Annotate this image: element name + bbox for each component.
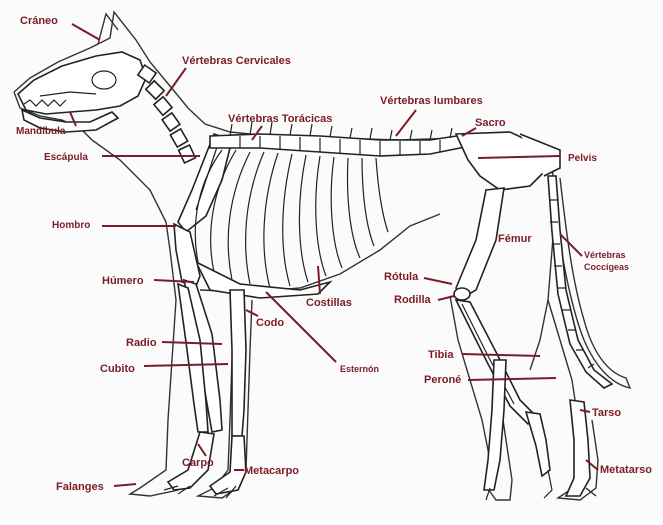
label-metatarso: Metatarso [586,460,652,476]
label-text-vertebras-coccigeas-1: Vértebras [584,250,626,260]
label-rotula: Rótula [384,271,452,284]
label-craneo: Cráneo [20,15,100,40]
label-rodilla: Rodilla [394,294,454,306]
label-text-tibia: Tibia [428,349,454,361]
label-text-hombro: Hombro [52,220,90,231]
label-text-radio: Radio [126,337,157,349]
label-text-cubito: Cubito [100,363,135,375]
label-text-escapula: Escápula [44,152,88,163]
label-text-falanges: Falanges [56,481,104,493]
label-text-femur: Fémur [498,233,532,245]
label-vertebras-lumbares: Vértebras lumbares [380,95,483,136]
label-text-perone: Peroné [424,374,461,386]
label-text-vertebras-coccigeas-2: Coccígeas [584,262,629,272]
label-text-pelvis: Pelvis [568,153,597,164]
label-text-tarso: Tarso [592,407,621,419]
label-text-metatarso: Metatarso [600,464,652,476]
cervical-vertebrae [138,65,196,163]
label-femur: Fémur [498,233,532,245]
label-vertebras-cervicales: Vértebras Cervicales [166,55,291,96]
label-text-rotula: Rótula [384,271,419,283]
label-text-esternon: Esternón [340,364,379,374]
label-text-vertebras-cervicales: Vértebras Cervicales [182,55,291,67]
pelvis [456,132,560,190]
label-text-rodilla: Rodilla [394,294,432,306]
label-text-costillas: Costillas [306,297,352,309]
ribcage [195,150,388,298]
label-text-craneo: Cráneo [20,15,58,27]
label-hombro: Hombro [52,220,176,231]
label-text-vertebras-lumbares: Vértebras lumbares [380,95,483,107]
skull [18,52,146,114]
label-text-vertebras-toracicas: Vértebras Torácicas [228,113,332,125]
label-text-carpo: Carpo [182,457,214,469]
label-text-mandibula: Mandíbula [16,126,66,137]
label-metacarpo: Metacarpo [234,465,299,477]
label-text-metacarpo: Metacarpo [244,465,299,477]
label-text-codo: Codo [256,317,284,329]
label-perone: Peroné [424,374,556,386]
label-text-humero: Húmero [102,275,144,287]
label-text-sacro: Sacro [475,117,506,129]
label-falanges: Falanges [56,481,136,493]
tail-vertebrae [548,176,612,388]
